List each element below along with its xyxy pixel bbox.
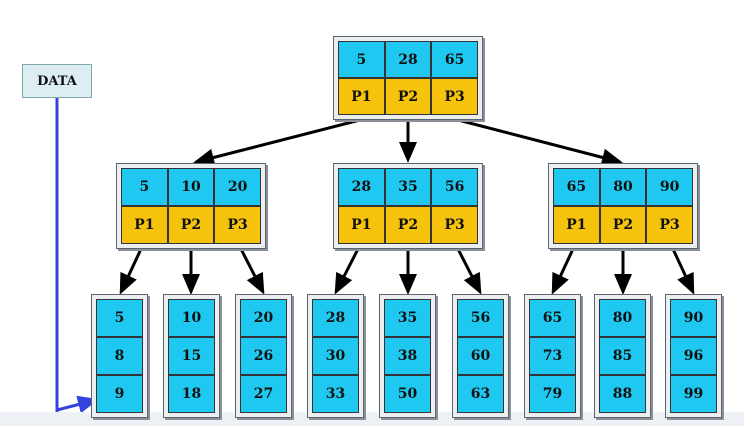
internal-2-key-2: 35: [384, 168, 432, 206]
leaf-1-value-3: 9: [96, 375, 143, 413]
leaf-2-value-2: 15: [168, 337, 215, 375]
internal-1-key-3: 20: [214, 168, 261, 206]
internal-2-key-1: 28: [338, 168, 385, 206]
internal-3-key-1: 65: [553, 168, 600, 206]
leaf-4-value-3: 33: [312, 375, 359, 413]
data-pointer-arrow: [56, 395, 99, 414]
leaf-6-value-1: 56: [457, 299, 504, 337]
leaf-1-value-1: 5: [96, 299, 143, 337]
root-pointer-1: P1: [338, 78, 385, 115]
leaf-6-value-2: 60: [457, 337, 504, 375]
internal-3-pointer-1: P1: [553, 206, 600, 244]
root-key-2: 28: [384, 41, 432, 78]
leaf-node-5: 35 38 50: [379, 294, 436, 418]
leaf-node-3: 20 26 27: [235, 294, 292, 418]
root-key-3: 65: [431, 41, 478, 78]
leaf-4-value-1: 28: [312, 299, 359, 337]
internal-2-pointer-1: P1: [338, 206, 385, 244]
leaf-node-1: 5 8 9: [91, 294, 148, 418]
root-key-1: 5: [338, 41, 385, 78]
arrow-internal-3-to-leaf-9: [671, 248, 695, 295]
root-pointer-2: P2: [384, 78, 432, 115]
arrow-internal-1-to-leaf-1: [119, 248, 143, 295]
arrow-root-to-internal-1: [193, 118, 361, 167]
internal-1-pointer-1: P1: [121, 206, 168, 244]
internal-1-key-2: 10: [167, 168, 215, 206]
internal-node-3: 65 80 90 P1 P2 P3: [548, 163, 698, 249]
leaf-8-value-2: 85: [599, 337, 646, 375]
arrow-internal-3-to-leaf-7: [551, 248, 575, 295]
leaf-6-value-3: 63: [457, 375, 504, 413]
leaf-3-value-2: 26: [240, 337, 287, 375]
leaf-2-value-1: 10: [168, 299, 215, 337]
arrow-internal-2-to-leaf-4: [334, 248, 360, 295]
internal-2-key-3: 56: [431, 168, 478, 206]
data-label: DATA: [22, 64, 92, 98]
leaf-8-value-1: 80: [599, 299, 646, 337]
internal-2-pointer-3: P3: [431, 206, 478, 244]
internal-1-key-1: 5: [121, 168, 168, 206]
leaf-7-value-2: 73: [529, 337, 576, 375]
internal-node-2: 28 35 56 P1 P2 P3: [333, 163, 483, 249]
leaf-5-value-2: 38: [384, 337, 431, 375]
leaf-7-value-3: 79: [529, 375, 576, 413]
arrow-internal-1-to-leaf-3: [239, 248, 265, 295]
leaf-5-value-3: 50: [384, 375, 431, 413]
root-node: 5 28 65 P1 P2 P3: [333, 36, 483, 120]
leaf-5-value-1: 35: [384, 299, 431, 337]
internal-1-pointer-2: P2: [167, 206, 215, 244]
internal-3-key-2: 80: [599, 168, 647, 206]
arrow-root-to-internal-3: [457, 118, 623, 167]
internal-3-key-3: 90: [646, 168, 693, 206]
leaf-node-8: 80 85 88: [594, 294, 651, 418]
internal-3-pointer-2: P2: [599, 206, 647, 244]
leaf-8-value-3: 88: [599, 375, 646, 413]
leaf-9-value-2: 96: [670, 337, 717, 375]
leaf-node-6: 56 60 63: [452, 294, 509, 418]
arrow-internal-2-to-leaf-6: [456, 248, 482, 295]
root-pointer-3: P3: [431, 78, 478, 115]
leaf-4-value-2: 30: [312, 337, 359, 375]
leaf-3-value-3: 27: [240, 375, 287, 413]
leaf-node-4: 28 30 33: [307, 294, 364, 418]
leaf-node-7: 65 73 79: [524, 294, 581, 418]
internal-3-pointer-3: P3: [646, 206, 693, 244]
leaf-3-value-1: 20: [240, 299, 287, 337]
leaf-node-2: 10 15 18: [163, 294, 220, 418]
internal-2-pointer-2: P2: [384, 206, 432, 244]
internal-node-1: 5 10 20 P1 P2 P3: [116, 163, 266, 249]
leaf-1-value-2: 8: [96, 337, 143, 375]
leaf-9-value-3: 99: [670, 375, 717, 413]
internal-1-pointer-3: P3: [214, 206, 261, 244]
leaf-node-9: 90 96 99: [665, 294, 722, 418]
leaf-9-value-1: 90: [670, 299, 717, 337]
leaf-2-value-3: 18: [168, 375, 215, 413]
leaf-7-value-1: 65: [529, 299, 576, 337]
